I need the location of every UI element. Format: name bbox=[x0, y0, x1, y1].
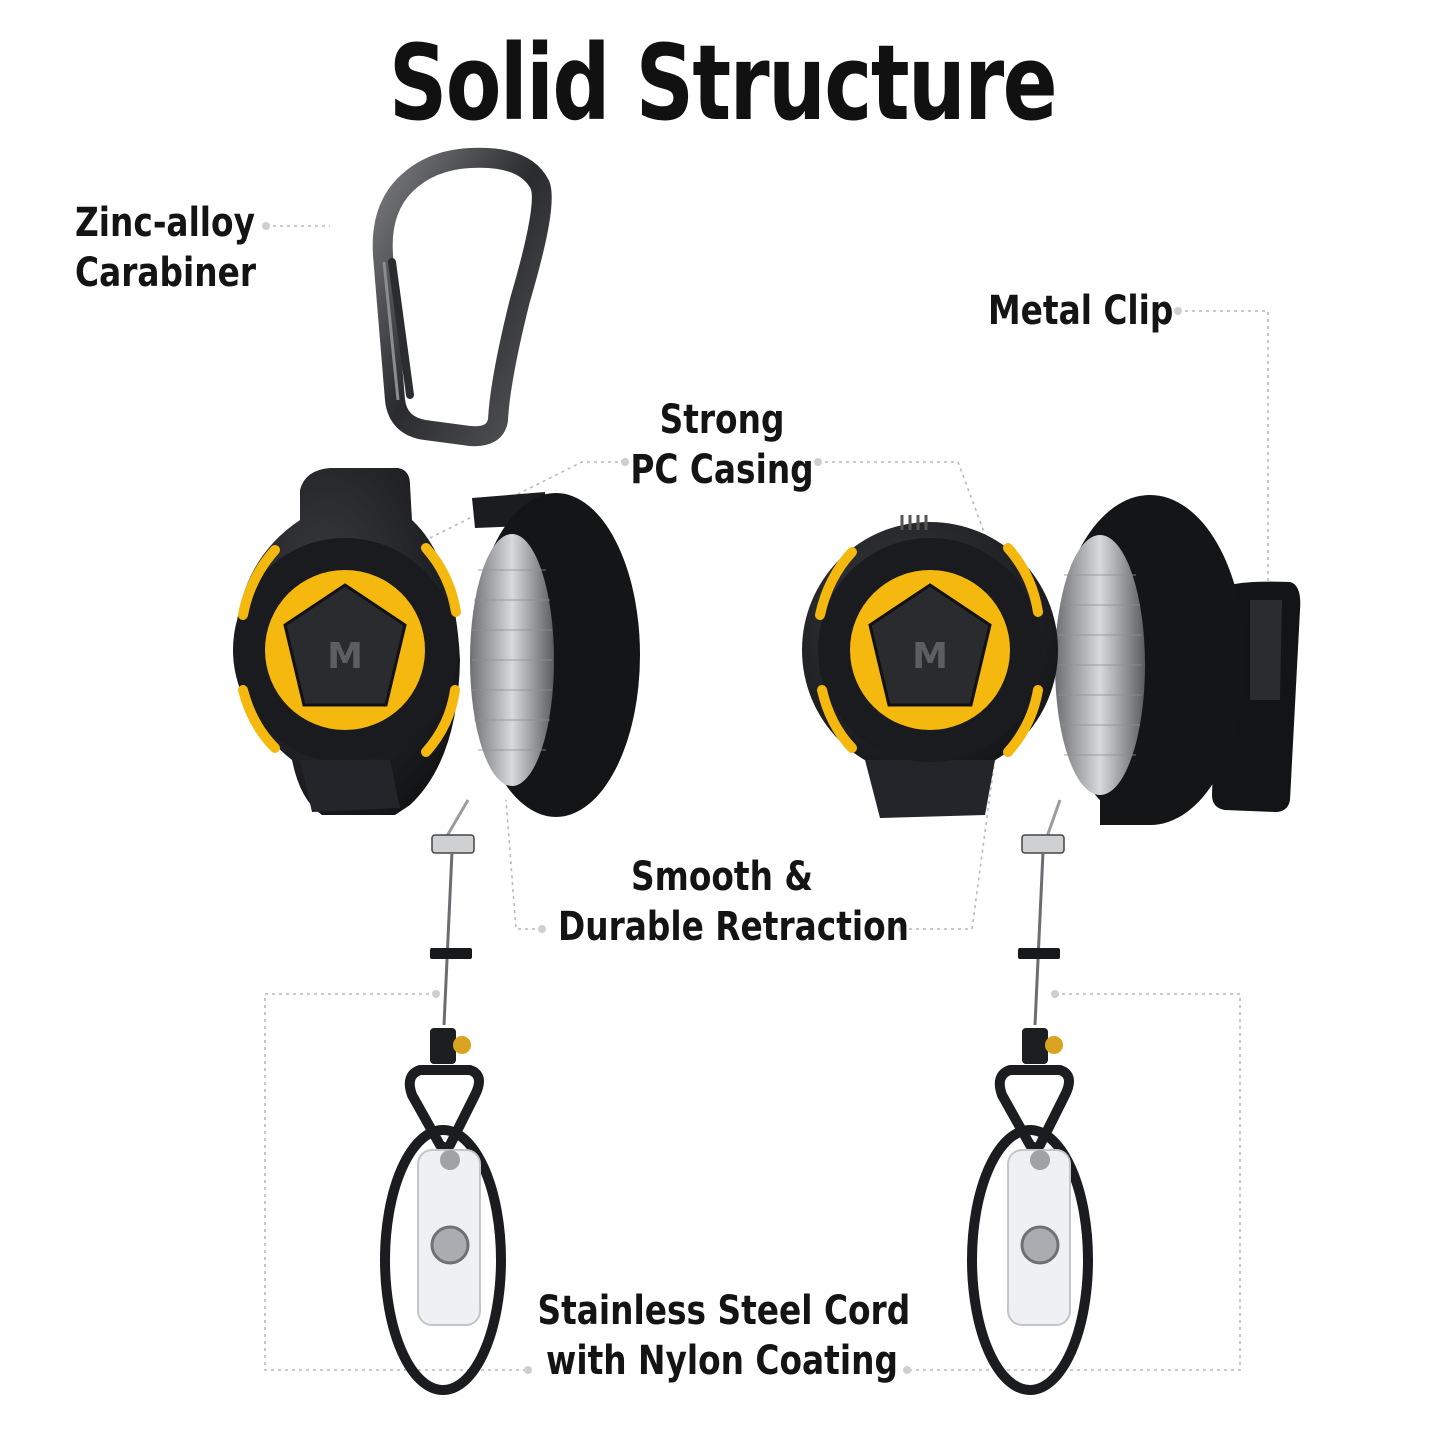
label-retraction-line1: Smooth & bbox=[631, 854, 813, 900]
label-casing: Strong PC Casing bbox=[599, 395, 845, 495]
label-retraction-line2: Durable Retraction bbox=[558, 904, 910, 950]
label-cord-line1: Stainless Steel Cord bbox=[537, 1288, 911, 1334]
label-carabiner-line2: Carabiner bbox=[75, 250, 257, 296]
svg-text:M: M bbox=[912, 636, 948, 677]
label-cord-line2: with Nylon Coating bbox=[546, 1338, 898, 1384]
label-retraction: Smooth & Durable Retraction bbox=[558, 852, 910, 952]
page-title: Solid Structure bbox=[388, 22, 1058, 144]
label-casing-line2: PC Casing bbox=[630, 447, 814, 493]
svg-text:M: M bbox=[327, 636, 363, 677]
carabiner-icon bbox=[372, 147, 552, 447]
badge-strap-icon bbox=[1007, 1149, 1071, 1326]
label-cord: Stainless Steel Cord with Nylon Coating bbox=[537, 1286, 911, 1386]
badge-strap-icon bbox=[417, 1149, 481, 1326]
label-carabiner: Zinc-alloy Carabiner bbox=[75, 198, 256, 298]
label-metal-clip-text: Metal Clip bbox=[988, 288, 1174, 334]
callout-guides bbox=[264, 225, 1269, 1371]
label-metal-clip: Metal Clip bbox=[988, 286, 1173, 336]
badge-reel-icon: M bbox=[802, 495, 1301, 1153]
badge-reel-icon: M bbox=[233, 468, 640, 1153]
label-carabiner-line1: Zinc-alloy bbox=[75, 200, 255, 246]
key-ring-icon bbox=[380, 1125, 506, 1395]
key-ring-icon bbox=[967, 1125, 1093, 1395]
label-casing-line1: Strong bbox=[659, 397, 785, 443]
